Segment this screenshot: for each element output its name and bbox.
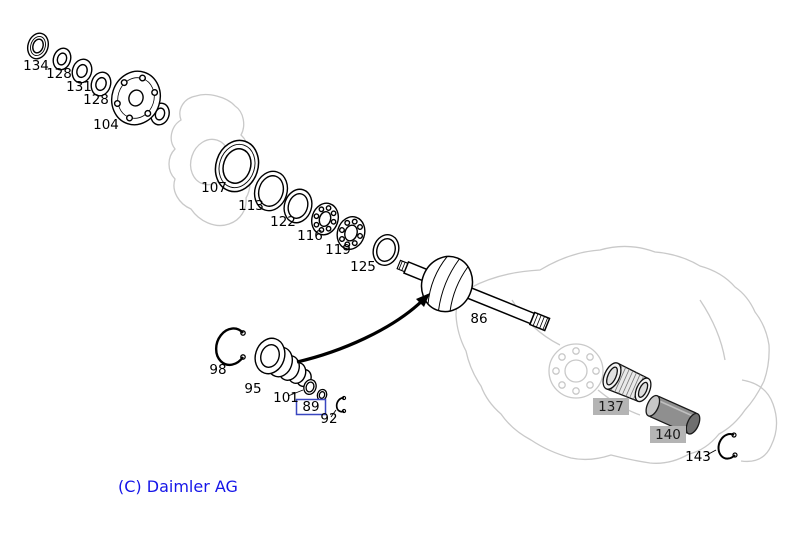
part-label-104[interactable]: 104 [93, 117, 119, 133]
leader-92 [330, 409, 337, 418]
part-label-131[interactable]: 131 [66, 79, 92, 95]
part-label-113[interactable]: 113 [238, 198, 264, 214]
part-104-graphic [110, 70, 170, 126]
part-label-98[interactable]: 98 [209, 362, 226, 378]
part-137-highlight-box [593, 398, 629, 415]
part-116-graphic [310, 202, 340, 236]
part-131-graphic [71, 58, 93, 84]
part-113-graphic [253, 170, 289, 212]
part-89-highlight-box [295, 398, 327, 416]
part-86-graphic [396, 255, 551, 332]
copyright-text: (C) Daimler AG [118, 477, 238, 496]
leader-143 [704, 449, 717, 457]
part-label-140[interactable]: 140 [655, 427, 681, 443]
part-128b-graphic [90, 71, 112, 97]
part-label-101[interactable]: 101 [273, 390, 299, 406]
part-125-graphic [372, 234, 400, 266]
part-label-119[interactable]: 119 [325, 242, 351, 258]
part-label-86[interactable]: 86 [470, 311, 487, 327]
leader-101 [287, 389, 304, 397]
part-label-107[interactable]: 107 [201, 180, 227, 196]
part-label-134[interactable]: 134 [23, 58, 49, 74]
part-134-graphic [26, 32, 50, 60]
part-label-143[interactable]: 143 [685, 449, 711, 465]
part-label-116[interactable]: 116 [297, 228, 323, 244]
part-137-graphic [602, 362, 652, 403]
part-label-137[interactable]: 137 [598, 399, 624, 415]
part-label-89[interactable]: 89 [302, 399, 319, 415]
part-101-graphic [303, 378, 317, 396]
part-140-graphic [645, 394, 701, 435]
boot-to-joint-arrow-icon [296, 293, 430, 364]
part-140-highlight-box [650, 426, 686, 443]
part-98-graphic [215, 327, 246, 367]
part-label-122[interactable]: 122 [270, 214, 296, 230]
part-122-graphic [283, 188, 313, 224]
part-143-graphic [717, 432, 738, 460]
part-128a-graphic [52, 47, 72, 71]
part-label-128a[interactable]: 128 [46, 66, 72, 82]
part-label-95[interactable]: 95 [244, 381, 261, 397]
part-label-92[interactable]: 92 [320, 411, 337, 427]
part-label-125[interactable]: 125 [350, 259, 376, 275]
part-119-graphic [336, 216, 366, 250]
part-label-128b[interactable]: 128 [83, 92, 109, 108]
part-92-graphic [335, 395, 347, 414]
background-axle-housing-outline [455, 245, 778, 464]
part-107-graphic [214, 139, 260, 193]
part-95-graphic [254, 337, 312, 388]
